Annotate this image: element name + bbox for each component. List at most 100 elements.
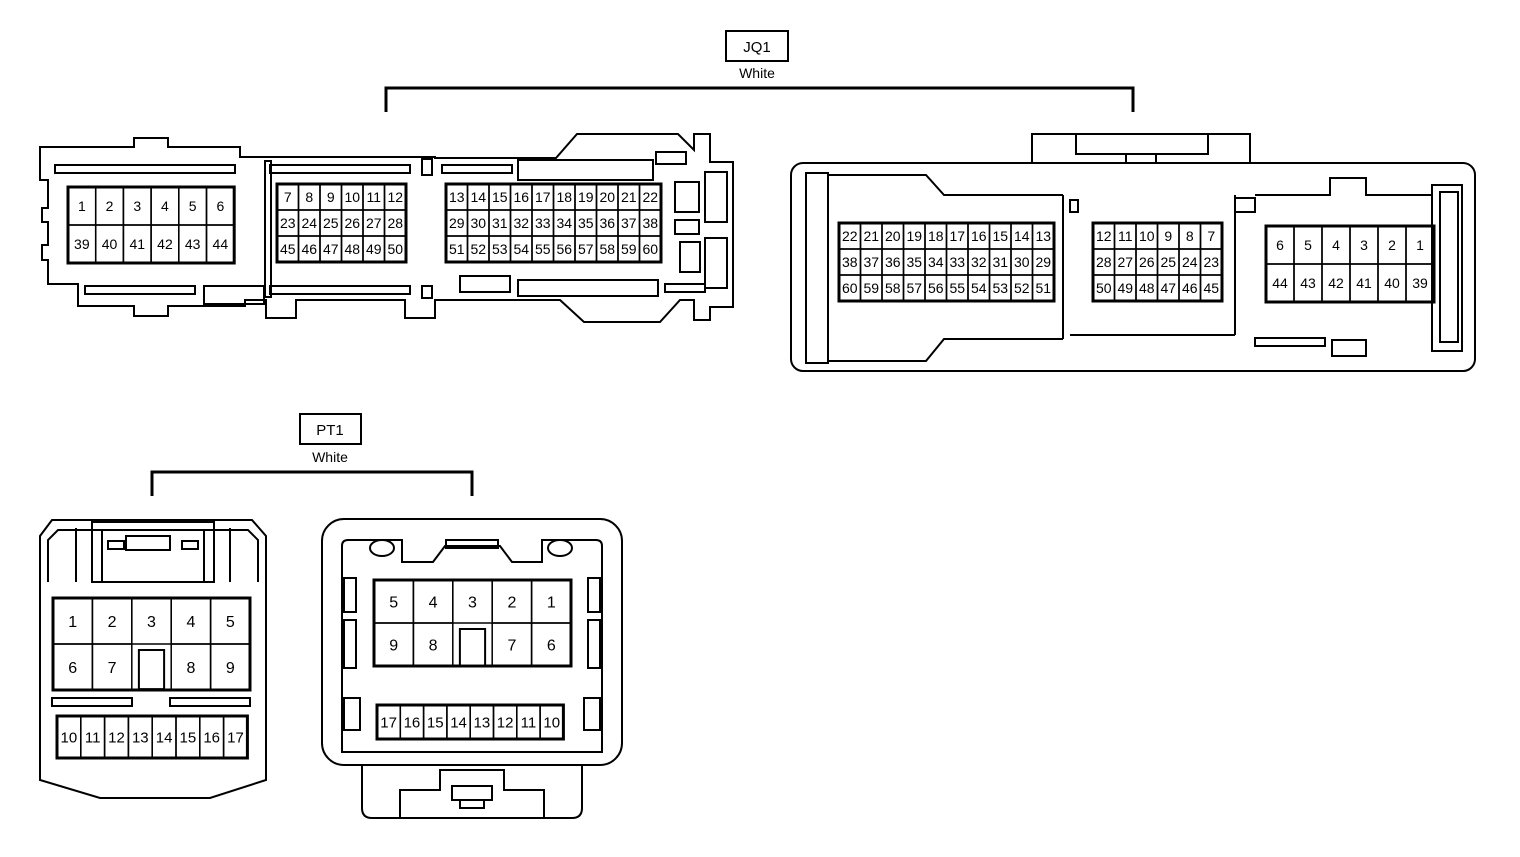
jq1-left-b-pin-label: 49 [366, 241, 382, 257]
jq1-right-a-pin-label: 17 [949, 228, 965, 244]
jq1-right-a-pin-label: 16 [971, 228, 987, 244]
pt1-left-pin-label: 4 [186, 614, 195, 631]
pt1-left-housing [39, 519, 267, 799]
pt1-left-row3-pin-cell [222, 715, 249, 759]
jq1-right-a-pin-label: 51 [1035, 280, 1051, 296]
jq1-left-b-pin-label: 27 [366, 215, 382, 231]
pt1-right-row3-pin-label: 11 [521, 714, 537, 731]
jq1-right-a-pin-label: 32 [971, 254, 987, 270]
jq1-left-a-pin-cell [205, 224, 235, 264]
jq1-right-a-pin-label: 33 [949, 254, 965, 270]
pt1-code: PT1 [316, 422, 344, 439]
jq1-right-a-pin-label: 59 [863, 280, 879, 296]
jq1-left-b-pin-label: 50 [387, 241, 403, 257]
pt1-color: White [312, 449, 348, 465]
jq1-left-b-pin-label: 12 [387, 189, 403, 205]
pt1-right-row3-pin-label: 13 [474, 714, 491, 731]
jq1-left-c-pin-label: 35 [578, 215, 594, 231]
jq1-right-b-pin-label: 11 [1118, 228, 1133, 244]
jq1-left-c-pin-label: 55 [535, 241, 551, 257]
jq1-right-a-pin-label: 29 [1035, 254, 1051, 270]
jq1-left-c-pin-label: 33 [535, 215, 551, 231]
jq1-right-c-pin-label: 39 [1412, 275, 1428, 291]
jq1-left-c-pin-label: 14 [470, 189, 486, 205]
jq1-right-a-pin-label: 57 [906, 280, 922, 296]
jq1-left-c-pin-label: 38 [642, 215, 658, 231]
pt1-left-row3-pin-label: 10 [61, 729, 78, 746]
pt1-left-row3-pin-label: 11 [85, 729, 101, 746]
jq1-left-c-pin-label: 58 [599, 241, 615, 257]
jq1-right-c-pin-label: 41 [1356, 275, 1372, 291]
pt1-right-pin-label: 1 [547, 594, 556, 611]
jq1-left-b-pin-label: 46 [301, 241, 317, 257]
jq1-left-c-pin-label: 52 [470, 241, 486, 257]
pt1-right-housing [321, 518, 623, 819]
jq1-left-housing [39, 133, 734, 323]
pt1-left-row3-pin-label: 16 [203, 729, 220, 746]
pt1-left-pin-label: 3 [147, 614, 156, 631]
jq1-right-a-pin-label: 53 [992, 280, 1008, 296]
jq1-right-a-pin-cell [1031, 274, 1055, 302]
jq1-left-b-pin-label: 26 [344, 215, 360, 231]
pt1-right-pin-label: 8 [429, 637, 438, 654]
pt1-right-row3-pin-label: 14 [450, 714, 467, 731]
jq1-left-c-pin-label: 59 [621, 241, 637, 257]
jq1-left-c-pin-label: 16 [513, 189, 529, 205]
jq1-right-b-pin-label: 9 [1164, 228, 1172, 244]
pt1-left-row3-pin-label: 14 [156, 729, 173, 746]
jq1-left-a-pin-label: 42 [157, 236, 173, 252]
jq1-left-c-pin-label: 20 [599, 189, 615, 205]
jq1-left-c-pin-label: 32 [513, 215, 529, 231]
jq1-right-a-pin-label: 58 [885, 280, 901, 296]
jq1-left-b-pin-cell [383, 235, 407, 263]
jq1-left-c-pin-label: 54 [513, 241, 529, 257]
jq1-left-b-pin-label: 28 [387, 215, 403, 231]
jq1-right-a-pin-label: 15 [992, 228, 1008, 244]
jq1-right-b-pin-label: 24 [1182, 254, 1198, 270]
pt1-right-latch [458, 628, 487, 667]
jq1-left-c-pin-label: 51 [449, 241, 465, 257]
pt1-right-pin-label: 6 [547, 637, 556, 654]
jq1-left-a-pin-label: 4 [161, 198, 169, 214]
pt1-right-pin-label: 4 [429, 594, 438, 611]
jq1-left-b-pin-label: 11 [366, 189, 381, 205]
jq1-right-housing [790, 133, 1476, 372]
pt1-right-pin-label: 9 [389, 637, 398, 654]
jq1-right-b-pin-label: 25 [1160, 254, 1176, 270]
jq1-right-b-pin-label: 47 [1160, 280, 1176, 296]
pt1-left-pin-label: 7 [108, 660, 117, 677]
jq1-right-c-pin-label: 4 [1332, 237, 1340, 253]
jq1-left-c-pin-label: 53 [492, 241, 508, 257]
jq1-left-a-pin-label: 3 [133, 198, 141, 214]
pt1-left-pin-label: 8 [186, 660, 195, 677]
jq1-left-c-pin-label: 18 [556, 189, 572, 205]
jq1-right-b-pin-label: 7 [1207, 228, 1215, 244]
jq1-right-b-pin-label: 28 [1096, 254, 1112, 270]
jq1-right-c-pin-label: 5 [1304, 237, 1312, 253]
pt1-right-row3-pin-label: 10 [543, 714, 560, 731]
jq1-left-c-pin-label: 30 [470, 215, 486, 231]
jq1-right-b-pin-label: 50 [1096, 280, 1112, 296]
jq1-left-a-pin-label: 1 [78, 198, 86, 214]
jq1-right-a-pin-label: 52 [1014, 280, 1030, 296]
jq1-left-a-pin-label: 41 [129, 236, 145, 252]
jq1-left-c-pin-label: 13 [449, 189, 465, 205]
pt1-code-box [299, 413, 362, 445]
jq1-color: White [739, 65, 775, 81]
jq1-right-b-pin-label: 49 [1117, 280, 1133, 296]
jq1-left-b-pin-label: 9 [327, 189, 335, 205]
pt1-left-pin-label: 6 [68, 660, 77, 677]
jq1-right-a-pin-label: 22 [842, 228, 858, 244]
jq1-right-b-pin-cell [1199, 274, 1223, 302]
jq1-left-c-pin-label: 57 [578, 241, 594, 257]
jq1-left-c-pin-label: 36 [599, 215, 615, 231]
jq1-bracket [384, 86, 1135, 112]
